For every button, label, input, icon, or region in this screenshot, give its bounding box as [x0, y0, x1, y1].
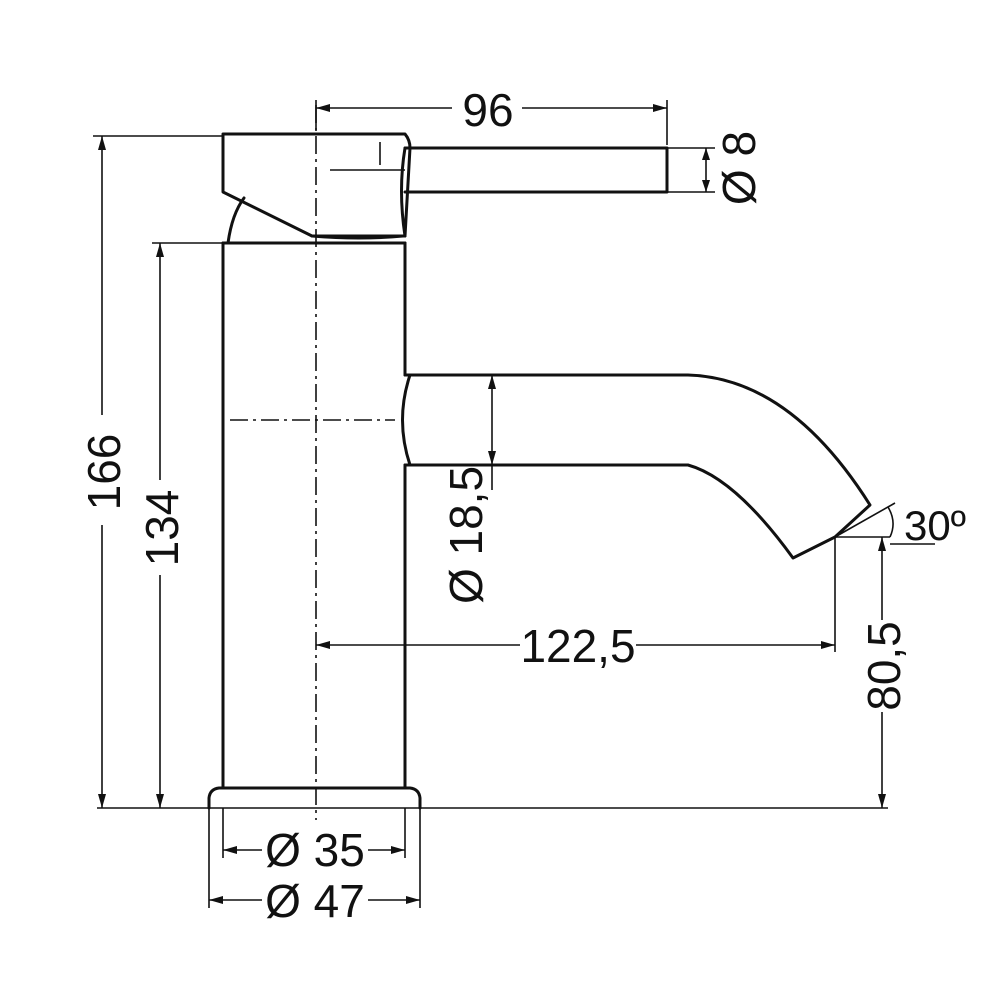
faucet-outline: [207, 132, 872, 810]
dim-handle-diameter: Ø 8: [667, 131, 765, 205]
spout-root: [401, 373, 412, 467]
dim-body-height: 134: [136, 242, 223, 808]
center-lines: [230, 105, 395, 820]
faucet-body: [221, 241, 407, 790]
label-body-height: 134: [136, 490, 188, 567]
label-body-diameter: Ø 35: [265, 824, 365, 876]
label-base-diameter: Ø 47: [265, 875, 365, 927]
label-outlet-angle: 30º: [904, 502, 966, 549]
dim-outlet-height: 80,5: [835, 536, 910, 808]
handle-cap: [221, 132, 412, 238]
dim-handle-length: 96: [315, 84, 668, 145]
label-spout-reach: 122,5: [520, 620, 635, 672]
label-spout-diameter: Ø 18,5: [440, 466, 492, 604]
lever-handle: [403, 146, 669, 194]
dim-base-diameter: Ø 47: [208, 808, 421, 927]
label-total-height: 166: [78, 434, 130, 511]
dim-total-height: 166: [78, 135, 223, 808]
base-ring: [207, 786, 422, 810]
dim-spout-diameter: Ø 18,5: [440, 375, 496, 604]
spout: [403, 373, 872, 560]
handle-cap-edge: [400, 146, 407, 238]
dim-spout-reach: 122,5: [316, 537, 836, 672]
dim-outlet-angle: 30º: [834, 502, 966, 549]
neck-curve: [226, 196, 246, 245]
label-handle-length: 96: [462, 84, 513, 136]
label-handle-diameter: Ø 8: [713, 131, 765, 205]
dim-body-diameter: Ø 35: [222, 808, 406, 876]
label-outlet-height: 80,5: [858, 621, 910, 711]
